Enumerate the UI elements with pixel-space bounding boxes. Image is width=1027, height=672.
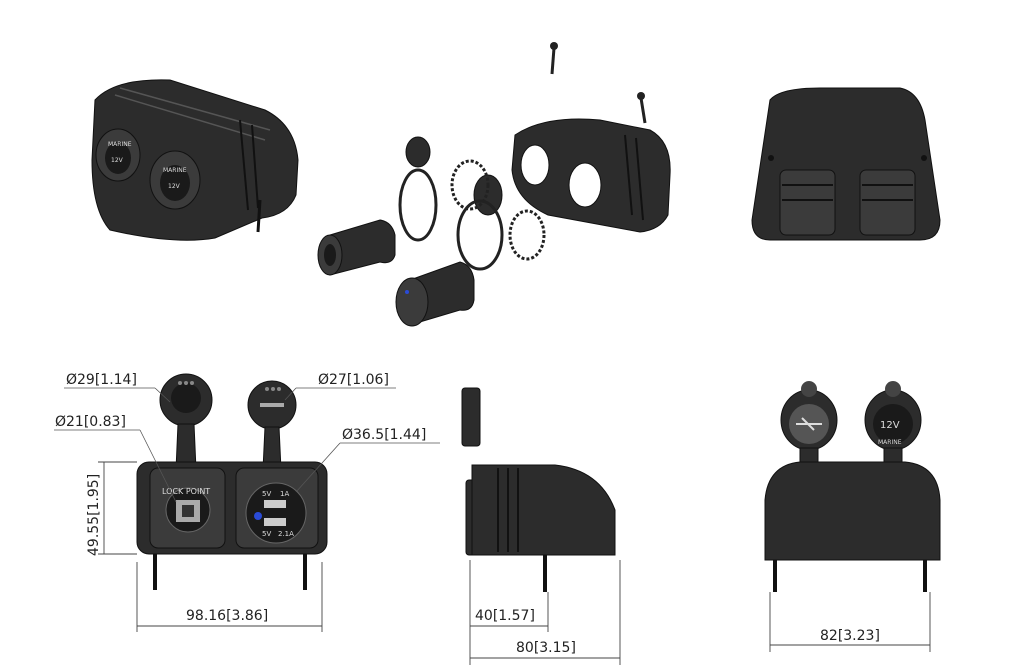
voltage-label-2: 12V bbox=[168, 183, 181, 190]
marine-label-2: MARINE bbox=[163, 167, 187, 174]
usb-led bbox=[254, 512, 262, 520]
usb-label-5v-top: 5V bbox=[262, 490, 271, 498]
usb-label-2-1a: 2.1A bbox=[278, 530, 294, 538]
marine-label-1: MARINE bbox=[108, 141, 132, 148]
cap-usb-back bbox=[780, 381, 838, 467]
dim-depth-base: 40[1.57] bbox=[475, 608, 535, 624]
dim-socket-diameter: Ø21[0.83] bbox=[55, 414, 126, 430]
dim-cap-diameter-usb: Ø27[1.06] bbox=[318, 372, 389, 388]
back-view: 12V MARINE 82[3.23] bbox=[764, 381, 941, 652]
dim-usb-diameter: Ø36.5[1.44] bbox=[342, 427, 426, 443]
dim-width-front: 98.16[3.86] bbox=[186, 608, 268, 624]
screw-icon bbox=[550, 42, 558, 75]
marine-label-back: MARINE bbox=[878, 439, 902, 446]
usb-icon bbox=[796, 417, 822, 431]
usb-label-5v-bottom: 5V bbox=[262, 530, 271, 538]
cap-12v bbox=[159, 373, 213, 471]
usb-label-1a: 1A bbox=[280, 490, 289, 498]
assembled-view: MARINE 12V MARINE 12V bbox=[91, 79, 299, 241]
screw-icon bbox=[637, 92, 647, 124]
dim-width-back: 82[3.23] bbox=[820, 628, 880, 644]
voltage-label-1: 12V bbox=[111, 157, 124, 164]
screw-icon bbox=[256, 199, 262, 233]
voltage-label-back: 12V bbox=[880, 420, 900, 431]
cap-usb bbox=[247, 380, 297, 471]
dim-depth-total: 80[3.15] bbox=[516, 640, 576, 656]
front-view: LOCK POINT 5V 1A 5V 2.1A Ø29[1.14] Ø27[1… bbox=[54, 372, 440, 632]
lock-point-label: LOCK POINT bbox=[162, 487, 210, 496]
cap-12v-back: 12V MARINE bbox=[864, 381, 922, 467]
side-view: 40[1.57] 80[3.15] bbox=[461, 387, 621, 665]
dim-cap-diameter: Ø29[1.14] bbox=[66, 372, 137, 388]
dim-height: 49.55[1.95] bbox=[86, 474, 102, 556]
rear-view bbox=[751, 87, 941, 241]
exploded-view bbox=[317, 42, 671, 327]
